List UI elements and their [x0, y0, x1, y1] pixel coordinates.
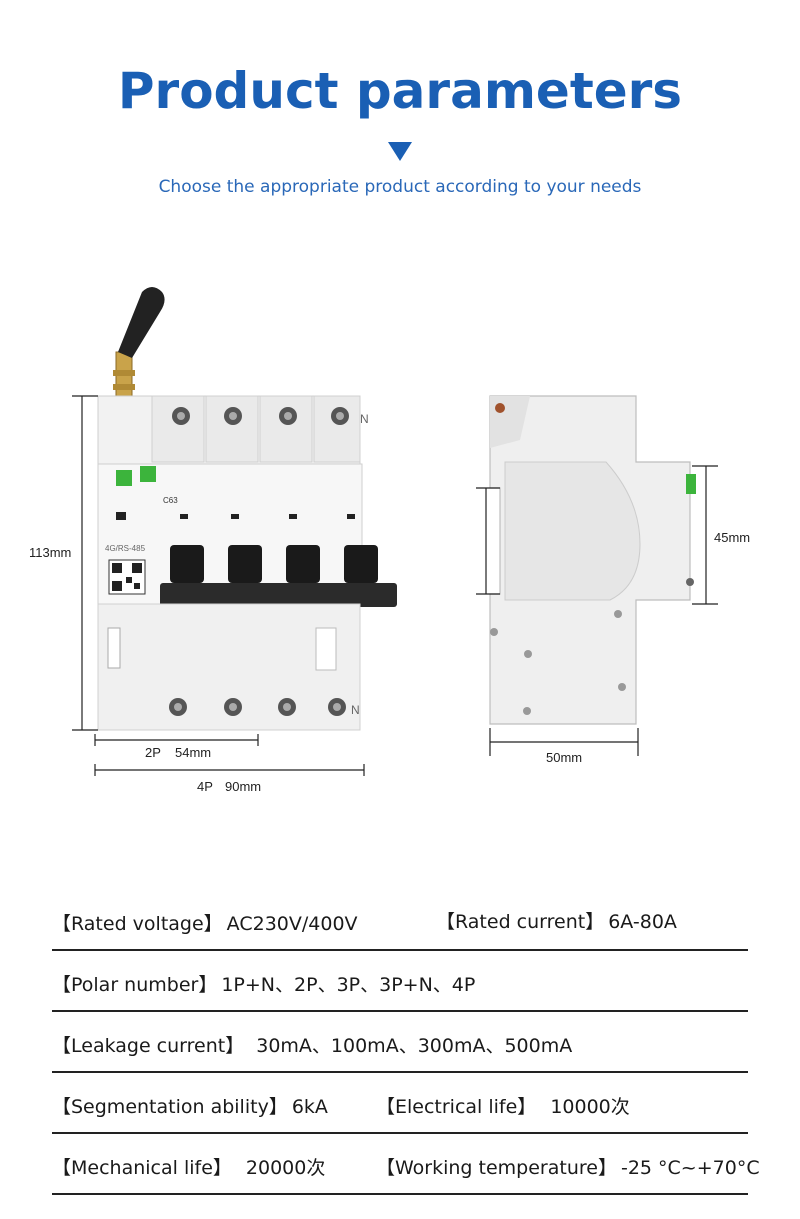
bottom-terminals [169, 698, 346, 716]
rated-voltage: 【Rated voltage】AC230V/400V [52, 909, 358, 936]
side-depth-label: 50mm [546, 750, 582, 765]
polar-number-key: 【Polar number】 [52, 974, 218, 996]
height-dimension-label: 113mm [29, 545, 71, 560]
product-dimension-diagram: N 4G/RS-485 C63 [29, 287, 750, 794]
side-view-device [489, 395, 696, 725]
control-module: 4G/RS-485 [105, 466, 156, 595]
page-title: Product parameters [117, 62, 683, 120]
width-2p-pole-label: 2P [145, 745, 161, 760]
working-temp-value: -25 °C~+70°C [620, 1157, 760, 1179]
param-row: 【Rated voltage】AC230V/400V 【Rated curren… [52, 890, 748, 951]
param-row: 【Segmentation ability】6kA 【Electrical li… [52, 1073, 748, 1134]
antenna-icon [113, 287, 165, 399]
front-view-device: N 4G/RS-485 C63 [97, 287, 397, 731]
rated-voltage-key: 【Rated voltage】 [52, 913, 223, 935]
width-4p-pole-label: 4P [197, 779, 213, 794]
segmentation-key: 【Segmentation ability】 [52, 1096, 288, 1118]
polar-number: 【Polar number】1P+N、2P、3P、3P+N、4P [52, 970, 475, 997]
parameters-table: 【Rated voltage】AC230V/400V 【Rated curren… [52, 890, 760, 1195]
param-row: 【Leakage current】 30mA、100mA、300mA、500mA [52, 1012, 748, 1073]
rated-voltage-value: AC230V/400V [226, 913, 358, 935]
mechanical-life-key: 【Mechanical life】 [52, 1157, 232, 1179]
working-temp-key: 【Working temperature】 [376, 1157, 617, 1179]
working-temperature: 【Working temperature】-25 °C~+70°C [376, 1153, 760, 1180]
leakage-current: 【Leakage current】 30mA、100mA、300mA、500mA [52, 1031, 572, 1058]
toggle-handles [160, 545, 397, 607]
switch-windows [180, 514, 355, 519]
rating-text: C63 [163, 496, 178, 505]
front-dimension-lines [72, 395, 365, 776]
param-row: 【Mechanical life】 20000次 【Working tempera… [52, 1134, 760, 1195]
pole-mark-bottom: N [351, 703, 360, 717]
electrical-life-value: 10000次 [550, 1096, 630, 1118]
mechanical-life: 【Mechanical life】 20000次 [52, 1153, 325, 1180]
mechanical-life-value: 20000次 [245, 1157, 326, 1179]
segmentation-ability: 【Segmentation ability】6kA [52, 1092, 328, 1119]
electrical-life: 【Electrical life】 10000次 [376, 1092, 630, 1119]
model-text: 4G/RS-485 [105, 544, 146, 553]
down-arrow-icon [388, 142, 412, 161]
pole-mark-top: N [360, 412, 369, 426]
width-4p-value: 90mm [225, 779, 261, 794]
leakage-current-value: 30mA、100mA、300mA、500mA [256, 1035, 573, 1057]
page-subtitle: Choose the appropriate product according… [158, 177, 642, 197]
segmentation-value: 6kA [291, 1096, 328, 1118]
rated-current-value: 6A-80A [608, 911, 677, 933]
leakage-current-key: 【Leakage current】 [52, 1035, 245, 1057]
side-dimension-lines [476, 465, 718, 756]
side-height-label: 45mm [714, 530, 750, 545]
param-row: 【Polar number】1P+N、2P、3P、3P+N、4P [52, 951, 748, 1012]
top-terminals [151, 395, 361, 463]
electrical-life-key: 【Electrical life】 [376, 1096, 537, 1118]
width-2p-value: 54mm [175, 745, 211, 760]
rated-current: 【Rated current】6A-80A [436, 907, 677, 934]
polar-number-value: 1P+N、2P、3P、3P+N、4P [221, 974, 476, 996]
rated-current-key: 【Rated current】 [436, 911, 605, 933]
